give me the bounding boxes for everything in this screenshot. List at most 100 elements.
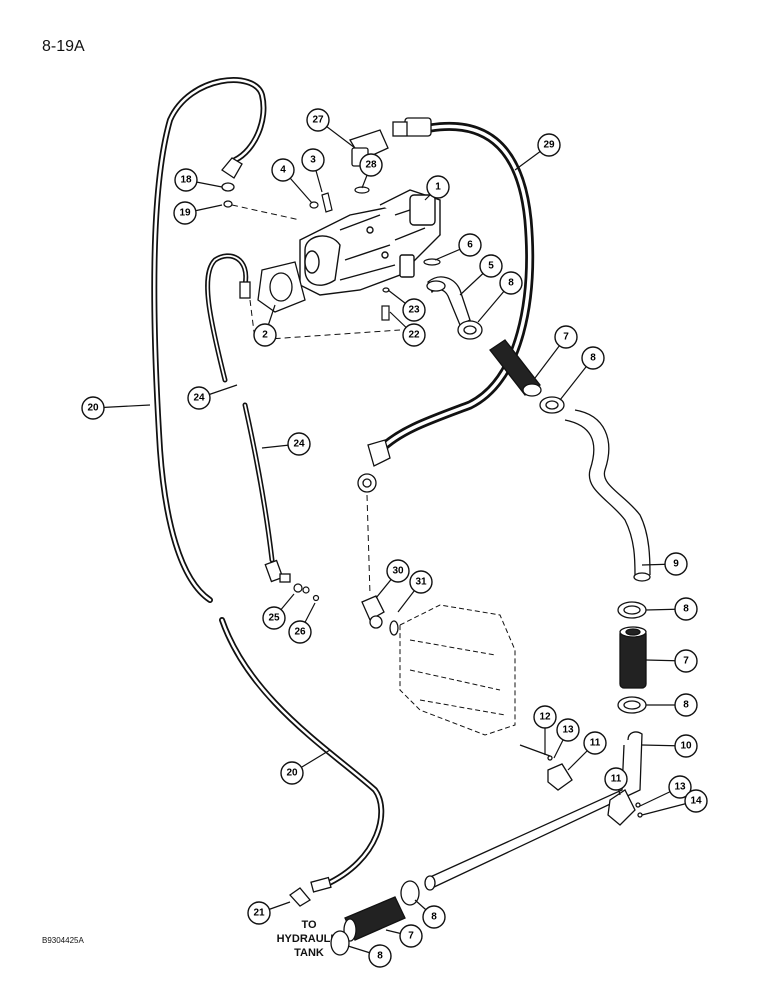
clamp-11-left	[519, 744, 573, 791]
callout-1: 1	[424, 175, 450, 201]
tank-label-line2: HYDRAULIC	[276, 933, 342, 945]
callout-circle	[359, 153, 383, 177]
callout-number: 18	[180, 175, 192, 186]
callout-5: 5	[459, 254, 503, 296]
callout-19: 19	[173, 201, 223, 225]
callout-number: 26	[294, 627, 306, 638]
callout-8: 8	[477, 271, 523, 323]
callout-circle	[253, 323, 277, 347]
callout-circle	[426, 175, 450, 199]
callout-27: 27	[306, 108, 356, 149]
fitting-25-26	[293, 583, 320, 602]
callout-8: 8	[646, 693, 698, 717]
callout-number: 8	[683, 700, 689, 711]
callout-number: 20	[87, 403, 99, 414]
fitting-30-31	[361, 595, 399, 636]
callout-circle	[674, 734, 698, 758]
callout-number: 13	[562, 725, 574, 736]
callout-number: 10	[680, 741, 692, 752]
callout-4: 4	[271, 158, 313, 204]
callout-12: 12	[533, 705, 557, 755]
callout-9: 9	[641, 552, 688, 576]
small-pump-parts	[309, 186, 441, 321]
callout-30: 30	[375, 559, 410, 599]
callout-number: 29	[543, 140, 555, 151]
callout-8: 8	[645, 597, 698, 621]
callout-8: 8	[347, 944, 392, 968]
callout-8: 8	[414, 899, 446, 929]
callout-number: 8	[431, 912, 437, 923]
callout-circle	[422, 905, 446, 929]
fitting-29-bottom	[357, 439, 391, 493]
callout-circle	[479, 254, 503, 278]
hose-20	[151, 77, 385, 893]
callout-circle	[174, 168, 198, 192]
callout-circle	[604, 767, 628, 791]
callout-20: 20	[280, 749, 331, 785]
callout-number: 31	[415, 577, 427, 588]
page-number: 8-19A	[42, 38, 85, 55]
callout-circle	[271, 158, 295, 182]
elbow-tube-5	[426, 276, 483, 340]
callout-number: 27	[312, 115, 324, 126]
callout-number: 24	[293, 439, 305, 450]
callout-number: 4	[280, 165, 286, 176]
callout-circle	[262, 606, 286, 630]
callout-number: 9	[673, 559, 679, 570]
bottom-clamp-hose	[330, 880, 420, 956]
hose-7-upper	[489, 339, 542, 397]
callout-number: 19	[179, 208, 191, 219]
callout-circle	[409, 570, 433, 594]
callout-31: 31	[397, 570, 433, 613]
control-valve	[399, 604, 516, 736]
callout-circle	[537, 133, 561, 157]
callout-circle	[402, 298, 426, 322]
callout-number: 28	[365, 160, 377, 171]
callout-circle	[684, 789, 708, 813]
callout-number: 22	[408, 330, 420, 341]
callout-number: 21	[253, 908, 265, 919]
callout-number: 11	[611, 774, 622, 785]
pipe-10	[424, 731, 643, 891]
callout-circle	[674, 649, 698, 673]
fitting-29-top	[392, 117, 432, 137]
callout-26: 26	[288, 602, 316, 644]
callout-number: 6	[467, 240, 473, 251]
callout-circle	[554, 325, 578, 349]
callout-number: 11	[590, 738, 601, 749]
callout-7: 7	[534, 325, 578, 379]
callout-circle	[306, 108, 330, 132]
callout-circle	[288, 620, 312, 644]
callout-28: 28	[359, 153, 383, 189]
callout-number: 8	[508, 278, 514, 289]
callout-circle	[301, 148, 325, 172]
callout-circle	[173, 201, 197, 225]
callout-circle	[668, 775, 692, 799]
hose-24	[205, 253, 291, 583]
callout-number: 7	[683, 656, 689, 667]
callout-number: 8	[683, 604, 689, 615]
callout-13: 13	[639, 775, 692, 807]
callout-number: 14	[690, 796, 702, 807]
tube-9	[564, 409, 651, 582]
callout-circle	[458, 233, 482, 257]
callout-2: 2	[253, 304, 277, 347]
callout-circle	[386, 559, 410, 583]
callout-circle	[402, 323, 426, 347]
callout-circle	[583, 731, 607, 755]
callout-14: 14	[641, 789, 708, 816]
callout-24: 24	[187, 384, 238, 410]
callout-circle	[399, 924, 423, 948]
callout-circle	[664, 552, 688, 576]
callout-number: 3	[310, 155, 316, 166]
tank-label-line1: TO	[301, 919, 317, 931]
callout-23: 23	[387, 289, 426, 322]
callout-circle	[556, 718, 580, 742]
callout-circle	[81, 396, 105, 420]
callout-number: 25	[268, 613, 280, 624]
callout-circle	[187, 386, 211, 410]
callout-22: 22	[389, 311, 426, 347]
callout-8: 8	[559, 346, 605, 401]
callout-number: 5	[488, 261, 494, 272]
